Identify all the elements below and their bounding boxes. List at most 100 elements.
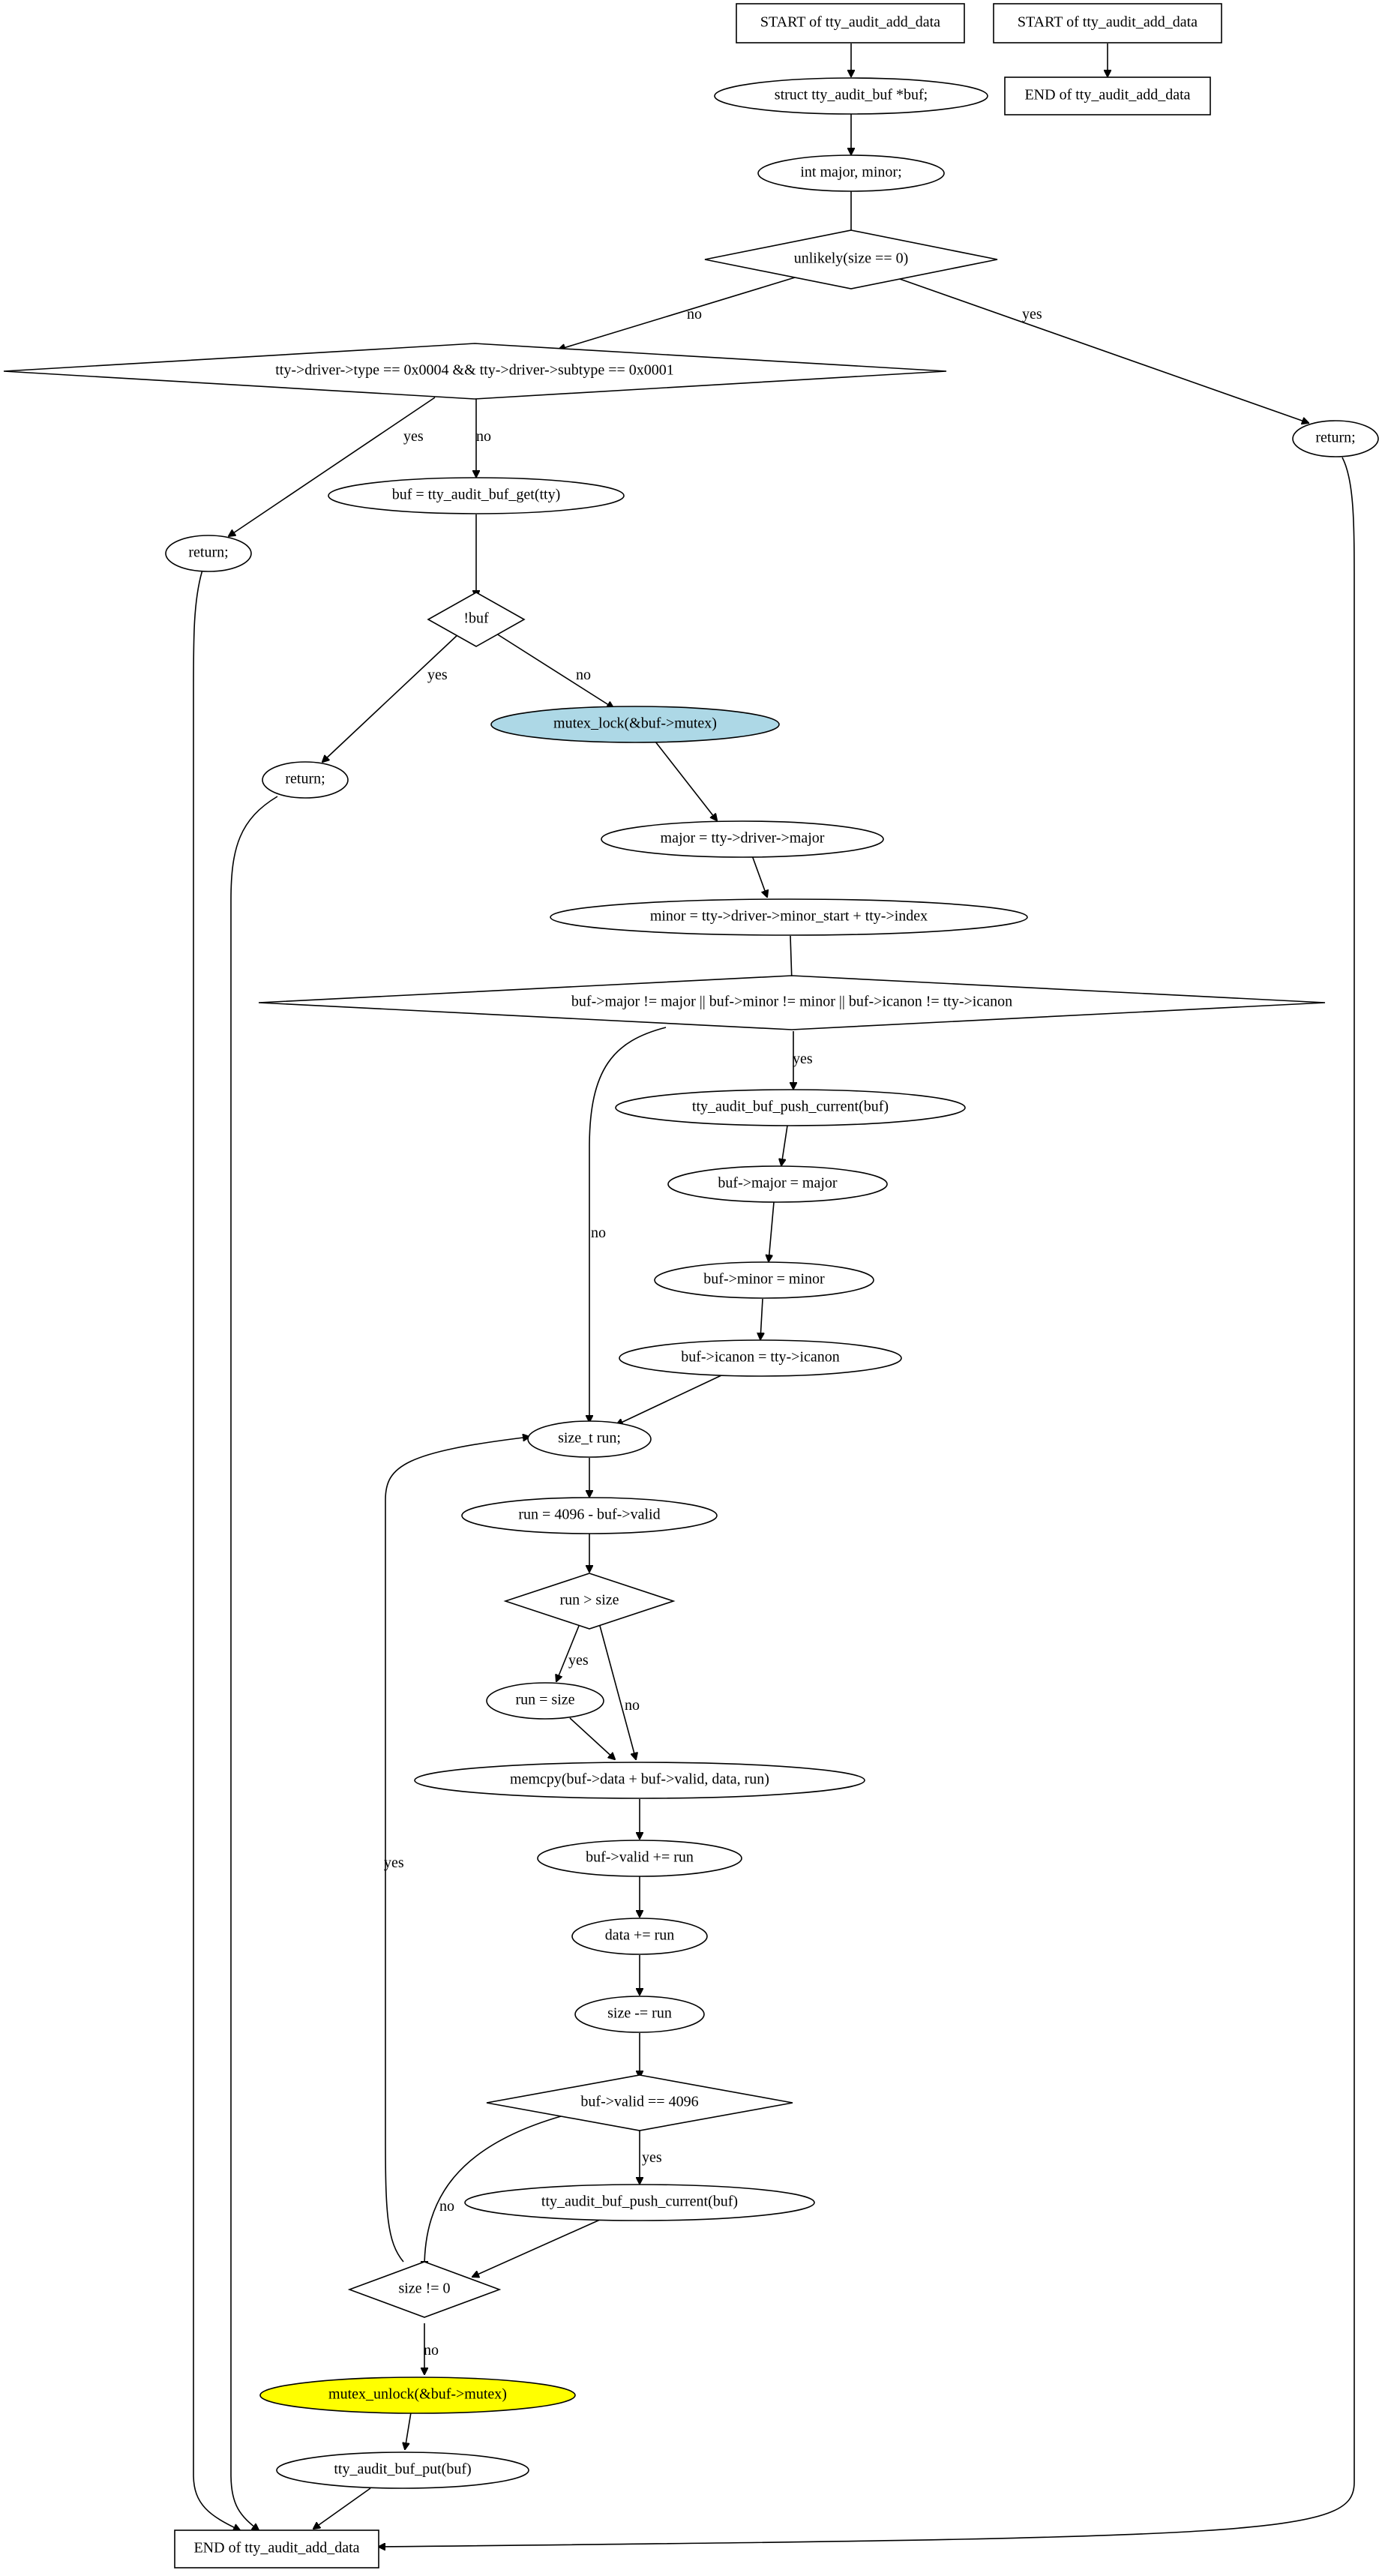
label-changed-yes: yes	[793, 1051, 813, 1067]
node-end-main-label: END of tty_audit_add_data	[193, 2540, 359, 2557]
node-assign-minor: minor = tty->driver->minor_start + tty->…	[550, 898, 1028, 936]
label-not-buf-yes: yes	[427, 667, 448, 683]
node-decl-major-minor: int major, minor;	[757, 154, 945, 192]
node-data-inc-label: data += run	[605, 1927, 675, 1944]
node-data-inc: data += run	[571, 1918, 708, 1955]
label-not-buf-no: no	[576, 667, 591, 683]
label-size-zero-yes: yes	[1022, 306, 1042, 322]
node-cond-run-gt-size-label: run > size	[559, 1592, 619, 1609]
node-set-buf-icanon-label: buf->icanon = tty->icanon	[681, 1349, 840, 1366]
node-cond-size-zero: unlikely(size == 0)	[704, 229, 998, 289]
node-run-eq-size-label: run = size	[515, 1692, 574, 1708]
edge-run-gt-no	[599, 1625, 636, 1759]
edge-mutex-unlock-to-buf-put	[405, 2412, 412, 2449]
edge-run-gt-yes	[556, 1625, 580, 1681]
edge-not-buf-no	[496, 633, 613, 708]
node-end-alt: END of tty_audit_add_data	[1004, 76, 1211, 115]
node-set-buf-major-label: buf->major = major	[718, 1175, 838, 1192]
node-set-buf-major: buf->major = major	[667, 1165, 888, 1203]
node-decl-buf-label: struct tty_audit_buf *buf;	[775, 87, 928, 103]
node-buf-put: tty_audit_buf_put(buf)	[276, 2452, 529, 2489]
node-cond-size-nonzero: size != 0	[347, 2261, 502, 2318]
edge-labels: no yes yes no yes no yes no yes no yes n…	[384, 306, 1042, 2359]
node-valid-inc-label: buf->valid += run	[586, 1849, 694, 1866]
node-decl-buf: struct tty_audit_buf *buf;	[714, 77, 988, 115]
node-valid-inc: buf->valid += run	[537, 1840, 742, 1877]
edge-minor-to-cond-changed	[790, 935, 792, 982]
node-cond-driver-type-label: tty->driver->type == 0x0004 && tty->driv…	[275, 362, 674, 379]
edge-return-right-to-end	[379, 457, 1355, 2547]
node-cond-buf-changed-label: buf->major != major || buf->minor != min…	[571, 994, 1012, 1010]
node-buf-put-label: tty_audit_buf_put(buf)	[334, 2461, 471, 2478]
node-decl-run-label: size_t run;	[558, 1430, 621, 1447]
node-push-current-2-label: tty_audit_buf_push_current(buf)	[541, 2194, 738, 2210]
node-assign-major-label: major = tty->driver->major	[661, 830, 825, 847]
node-push-current-1: tty_audit_buf_push_current(buf)	[615, 1089, 966, 1126]
label-valid-full-no: no	[439, 2198, 454, 2215]
node-cond-buf-changed: buf->major != major || buf->minor != min…	[258, 975, 1326, 1030]
node-calc-run-label: run = 4096 - buf->valid	[518, 1507, 660, 1523]
node-cond-not-buf-label: !buf	[463, 610, 489, 627]
node-return-mid: return;	[262, 761, 349, 799]
node-cond-size-zero-label: unlikely(size == 0)	[794, 250, 909, 267]
edge-return-mid-to-end	[230, 796, 278, 2530]
edge-buf-major-to-buf-minor	[769, 1201, 775, 1261]
label-run-gt-yes: yes	[568, 1652, 589, 1669]
node-cond-not-buf: !buf	[427, 592, 526, 647]
label-driver-yes: yes	[403, 428, 424, 445]
node-return-right-label: return;	[1315, 430, 1355, 446]
edge-run-eq-size-to-memcpy	[569, 1717, 615, 1759]
nodes: START of tty_audit_add_data START of tty…	[3, 3, 1379, 2569]
node-set-buf-minor-label: buf->minor = minor	[703, 1271, 825, 1288]
edge-valid-full-no	[424, 2116, 562, 2268]
node-start-main-label: START of tty_audit_add_data	[760, 14, 940, 31]
node-end-alt-label: END of tty_audit_add_data	[1024, 87, 1190, 103]
node-assign-minor-label: minor = tty->driver->minor_start + tty->…	[650, 908, 928, 925]
edge-return-left-to-end	[193, 569, 240, 2530]
node-set-buf-minor: buf->minor = minor	[654, 1261, 874, 1299]
node-decl-major-minor-label: int major, minor;	[800, 164, 901, 181]
edge-buf-icanon-to-decl-run	[616, 1375, 722, 1425]
node-start-alt: START of tty_audit_add_data	[993, 3, 1222, 43]
node-mutex-unlock: mutex_unlock(&buf->mutex)	[259, 2377, 576, 2414]
edge-changed-no	[589, 1027, 667, 1422]
node-decl-run: size_t run;	[527, 1420, 652, 1458]
node-push-current-1-label: tty_audit_buf_push_current(buf)	[692, 1099, 889, 1115]
node-size-dec: size -= run	[574, 1996, 705, 2033]
edge-push1-to-buf-major	[781, 1125, 788, 1165]
node-size-dec-label: size -= run	[607, 2005, 672, 2022]
label-run-gt-no: no	[625, 1697, 640, 1714]
node-return-right: return;	[1292, 420, 1379, 457]
edge-size-zero-yes	[899, 278, 1309, 423]
node-return-left: return;	[165, 535, 252, 572]
node-memcpy: memcpy(buf->data + buf->valid, data, run…	[414, 1762, 865, 1799]
label-valid-full-yes: yes	[642, 2149, 662, 2166]
node-mutex-unlock-label: mutex_unlock(&buf->mutex)	[328, 2386, 507, 2403]
edge-major-to-minor	[751, 855, 767, 897]
node-cond-size-nonzero-label: size != 0	[398, 2281, 450, 2297]
node-cond-valid-full-label: buf->valid == 4096	[580, 2094, 698, 2110]
node-end-main: END of tty_audit_add_data	[174, 2530, 379, 2569]
label-driver-no: no	[476, 428, 491, 445]
node-return-mid-label: return;	[285, 771, 325, 787]
label-size-zero-no: no	[687, 306, 702, 322]
label-size-nonzero-yes: yes	[384, 1855, 404, 1871]
edge-size-nonzero-yes	[385, 1437, 529, 2263]
node-buf-get-label: buf = tty_audit_buf_get(tty)	[392, 487, 561, 503]
edges	[193, 43, 1355, 2547]
edge-size-zero-no	[559, 277, 796, 349]
node-set-buf-icanon: buf->icanon = tty->icanon	[619, 1339, 902, 1377]
node-calc-run: run = 4096 - buf->valid	[461, 1497, 718, 1534]
edge-not-buf-yes	[322, 633, 460, 762]
node-run-eq-size: run = size	[486, 1682, 604, 1720]
node-mutex-lock-label: mutex_lock(&buf->mutex)	[553, 715, 717, 732]
edge-buf-minor-to-buf-icanon	[760, 1298, 763, 1339]
node-return-left-label: return;	[188, 544, 228, 561]
edge-mutex-lock-to-major	[655, 741, 717, 820]
node-start-alt-label: START of tty_audit_add_data	[1018, 14, 1198, 31]
edge-driver-yes	[229, 397, 436, 536]
node-buf-get: buf = tty_audit_buf_get(tty)	[328, 477, 625, 514]
node-memcpy-label: memcpy(buf->data + buf->valid, data, run…	[510, 1771, 769, 1788]
node-assign-major: major = tty->driver->major	[601, 820, 884, 858]
